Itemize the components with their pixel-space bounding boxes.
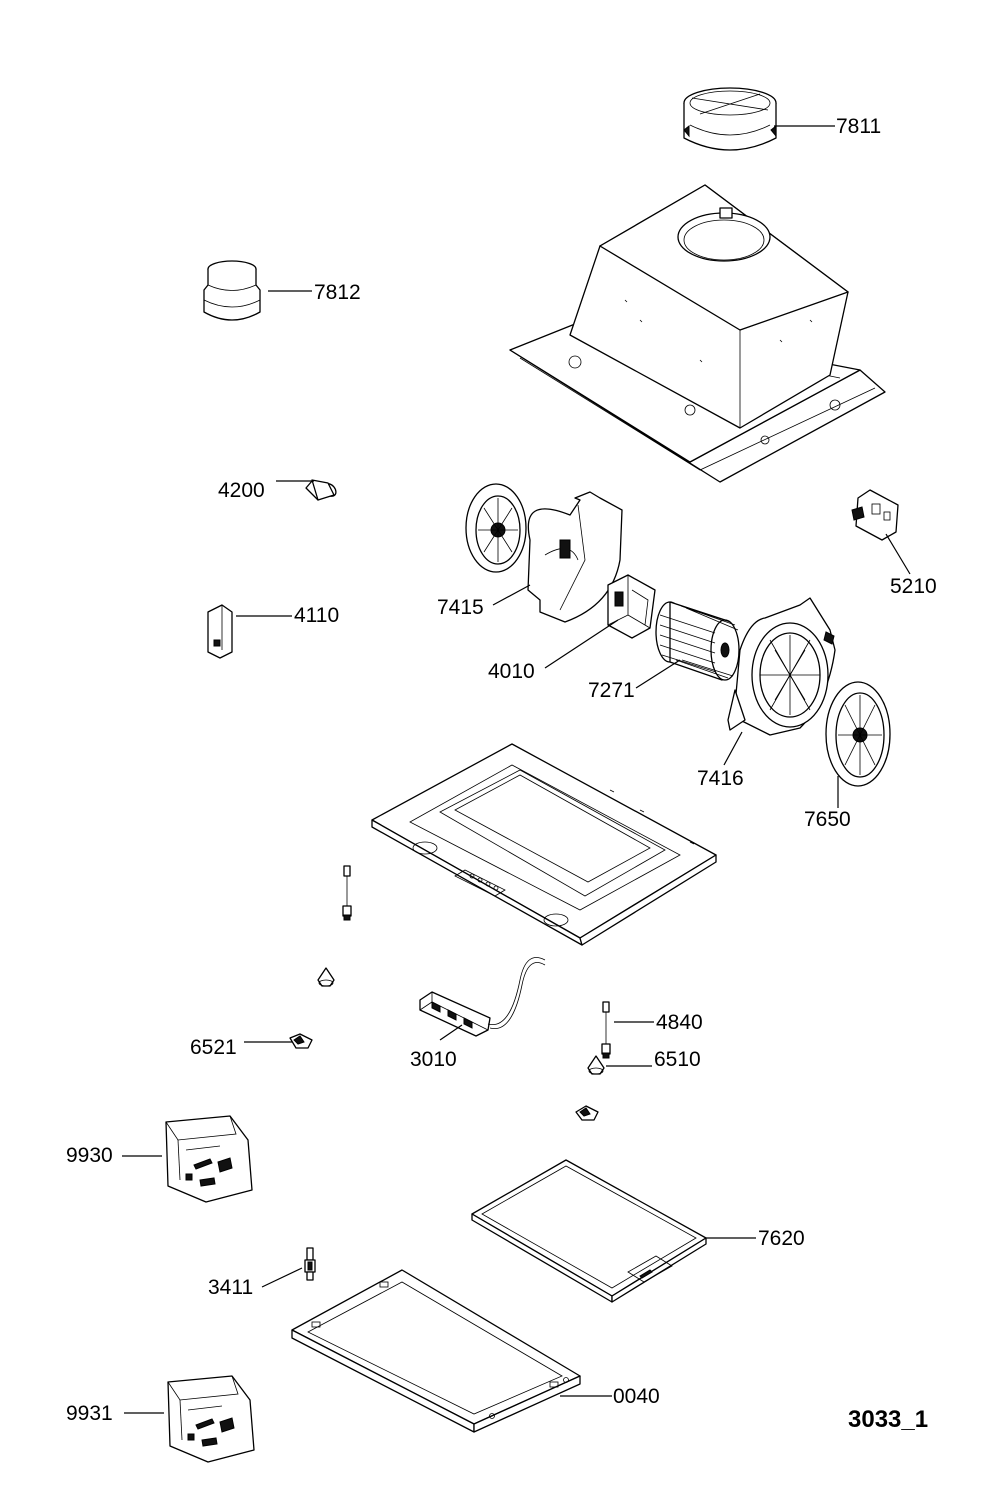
part-label-0040: 0040	[613, 1385, 660, 1408]
part-label-7271: 7271	[588, 679, 635, 702]
part-label-7620: 7620	[758, 1227, 805, 1250]
part-label-7650: 7650	[804, 808, 851, 831]
part-4110-switch-box	[207, 604, 233, 659]
part-label-7811: 7811	[836, 115, 881, 138]
part-3010-control-switch	[419, 957, 546, 1037]
part-4840-wire-connector	[601, 1001, 611, 1059]
part-3411-pin	[304, 1247, 316, 1281]
part-label-9930: 9930	[66, 1144, 113, 1167]
part-label-4200: 4200	[218, 479, 265, 502]
part-4010-motor	[607, 574, 656, 639]
part-label-4840: 4840	[656, 1011, 703, 1034]
part-wire-connector-left	[342, 865, 352, 921]
leader-5210	[885, 533, 911, 575]
part-4200-capacitor	[305, 479, 337, 501]
part-label-6510: 6510	[654, 1048, 701, 1071]
part-7620-grease-filter	[471, 1159, 707, 1303]
part-7271-blower-wheel	[655, 601, 740, 681]
drawing-code: 3033_1	[848, 1406, 928, 1433]
leader-3010	[439, 1024, 463, 1041]
leader-7416	[723, 731, 743, 766]
part-7415-fan-housing-left	[465, 483, 623, 623]
part-9931-hardware-bag	[167, 1375, 255, 1463]
part-7811-duct-ring	[683, 87, 777, 151]
leader-7271	[635, 659, 681, 689]
part-0040-front-panel	[291, 1269, 581, 1433]
part-label-3411: 3411	[208, 1276, 253, 1299]
part-lamp-holder-left	[317, 967, 335, 987]
part-label-9931: 9931	[66, 1402, 113, 1425]
leader-7415	[492, 584, 531, 606]
part-clip-center	[575, 1105, 599, 1121]
leader-3411	[261, 1267, 303, 1288]
leader-4010	[544, 619, 619, 669]
part-label-4110: 4110	[294, 604, 339, 627]
part-7650-fan-grill	[825, 681, 891, 787]
part-hood-body	[509, 184, 886, 483]
part-7812-duct-adapter	[203, 260, 261, 321]
part-lower-frame-panel	[371, 743, 717, 946]
part-9930-hardware-bag	[165, 1115, 253, 1203]
part-6521-clip	[289, 1033, 313, 1049]
part-label-7415: 7415	[437, 596, 484, 619]
part-label-7812: 7812	[314, 281, 361, 304]
part-7416-fan-housing-right	[727, 597, 836, 736]
part-6510-lamp-holder	[587, 1055, 605, 1075]
part-label-3010: 3010	[410, 1048, 457, 1071]
part-label-4010: 4010	[488, 660, 535, 683]
part-5210-control-board	[851, 489, 899, 541]
part-label-5210: 5210	[890, 575, 937, 598]
part-label-6521: 6521	[190, 1036, 237, 1059]
part-label-7416: 7416	[697, 767, 744, 790]
